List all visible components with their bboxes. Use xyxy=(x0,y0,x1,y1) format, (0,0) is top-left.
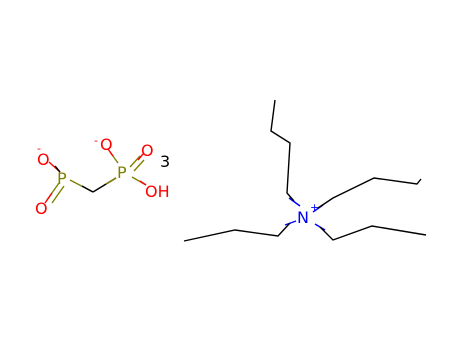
charge-n: + xyxy=(310,201,319,214)
atom-o2: O xyxy=(100,135,113,154)
chain-up xyxy=(270,99,295,202)
bond-p1-o3b xyxy=(51,185,65,204)
atom-p2: P xyxy=(117,163,127,182)
anion-atoms: O - P O O - P O OH 3 xyxy=(35,134,170,218)
bond-p1-c2 xyxy=(81,185,94,193)
charge-o2: - xyxy=(94,134,98,147)
bond-n-up1 xyxy=(288,197,301,207)
bond-p2-o2b xyxy=(107,148,114,157)
bond-p2-o4c xyxy=(137,153,144,161)
bond-p2-o4b xyxy=(133,159,145,172)
stoichiometry-label: 3 xyxy=(160,152,170,171)
bond-p2-o5b xyxy=(139,180,147,186)
cation-bonds xyxy=(183,99,427,242)
chain-left xyxy=(183,222,291,242)
chain-right-down xyxy=(319,225,427,241)
atom-o4: O xyxy=(141,141,154,160)
bond-n-left1 xyxy=(284,220,297,226)
anion-bonds xyxy=(44,148,147,204)
atom-o1: O xyxy=(37,150,50,169)
bond-c-p2b xyxy=(105,177,117,185)
charge-o1: - xyxy=(37,142,41,155)
atom-o5: OH xyxy=(145,182,170,201)
bond-o1-p1b xyxy=(54,165,61,173)
chain-right-up xyxy=(317,177,422,209)
atom-o3: O xyxy=(35,199,48,218)
cation-atoms: N + xyxy=(297,201,319,227)
bond-p1-o3c xyxy=(44,192,53,204)
atom-n: N xyxy=(297,208,309,227)
bond-p2-o4a xyxy=(129,155,141,168)
atom-p1: P xyxy=(57,169,67,188)
